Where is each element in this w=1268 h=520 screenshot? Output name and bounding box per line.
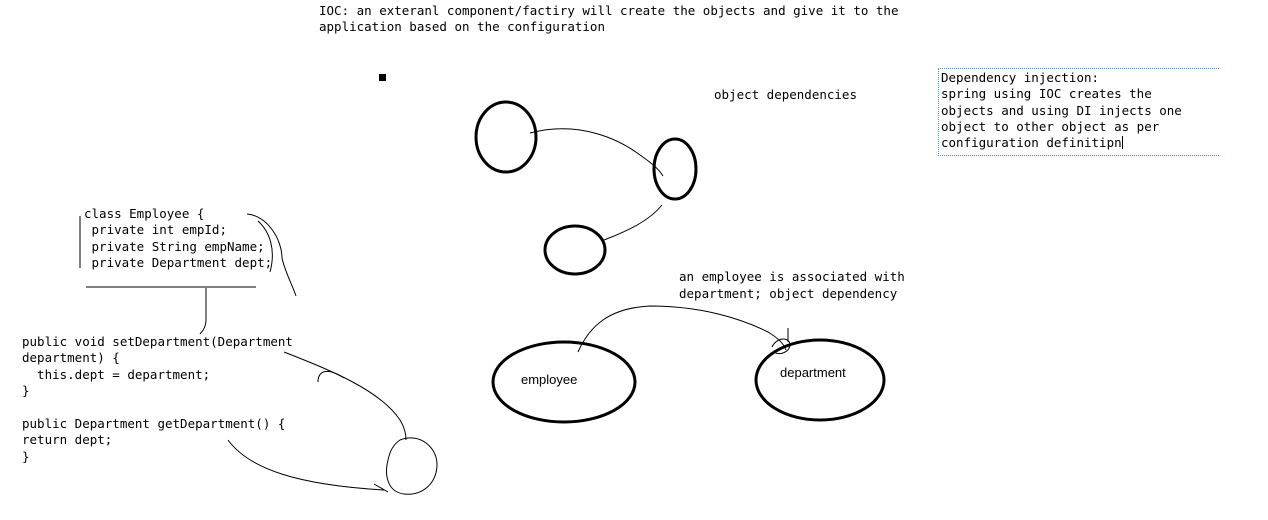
getter-line1: public Department getDepartment() { — [22, 416, 286, 431]
class-line3: private String empName; — [84, 239, 265, 254]
association-knot — [771, 338, 791, 355]
setter-line4: } — [22, 383, 30, 398]
text-caret — [1121, 136, 1123, 149]
getter-line2: return dept; — [22, 432, 113, 447]
employee-oval — [491, 340, 637, 424]
association-curve — [577, 305, 787, 353]
getter-line3: } — [22, 449, 30, 464]
association-note-line1: an employee is associated with — [679, 269, 905, 284]
di-line4: object to other object as per — [941, 119, 1160, 134]
square-marker — [379, 74, 386, 81]
setter-line1: public void setDepartment(Department — [22, 334, 293, 349]
department-oval — [754, 338, 886, 422]
object-dependencies-label: object dependencies — [714, 87, 857, 102]
connector-middle-to-small — [603, 204, 663, 241]
di-line2: spring using IOC creates the — [941, 86, 1152, 101]
employee-label: employee — [521, 372, 578, 387]
ioc-note-line2: application based on the configuration — [319, 19, 605, 34]
setter-hook — [317, 370, 345, 383]
object-circle-large — [474, 100, 538, 174]
di-line5-text: configuration definitipn — [941, 135, 1122, 150]
department-label: department — [780, 365, 846, 380]
ioc-note-line1: IOC: an exteranl component/factiry will … — [319, 3, 899, 18]
doodle-circle — [386, 437, 438, 495]
association-note-line2: department; object dependency — [679, 286, 898, 301]
connector-large-to-middle — [529, 128, 664, 177]
di-text-box[interactable]: Dependency injection: spring using IOC c… — [938, 68, 1219, 156]
getter-curve — [227, 439, 385, 491]
setter-line3: this.dept = department; — [22, 367, 211, 382]
class-line4: private Department dept; — [84, 255, 273, 270]
setter-line2: department) { — [22, 350, 120, 365]
class-right-bracket-inner — [257, 220, 273, 273]
di-line5: configuration definitipn — [941, 135, 1123, 152]
object-circle-middle — [652, 137, 698, 201]
setter-curve — [283, 351, 407, 441]
class-to-setter-line — [199, 288, 207, 335]
getter-arrow-tick — [373, 483, 389, 493]
class-line1: class Employee { — [84, 206, 205, 221]
di-line3: objects and using DI injects one — [941, 103, 1182, 118]
class-line2: private int empId; — [84, 222, 227, 237]
di-line1: Dependency injection: — [941, 70, 1100, 85]
class-right-bracket — [246, 213, 297, 297]
object-circle-small — [543, 224, 607, 276]
